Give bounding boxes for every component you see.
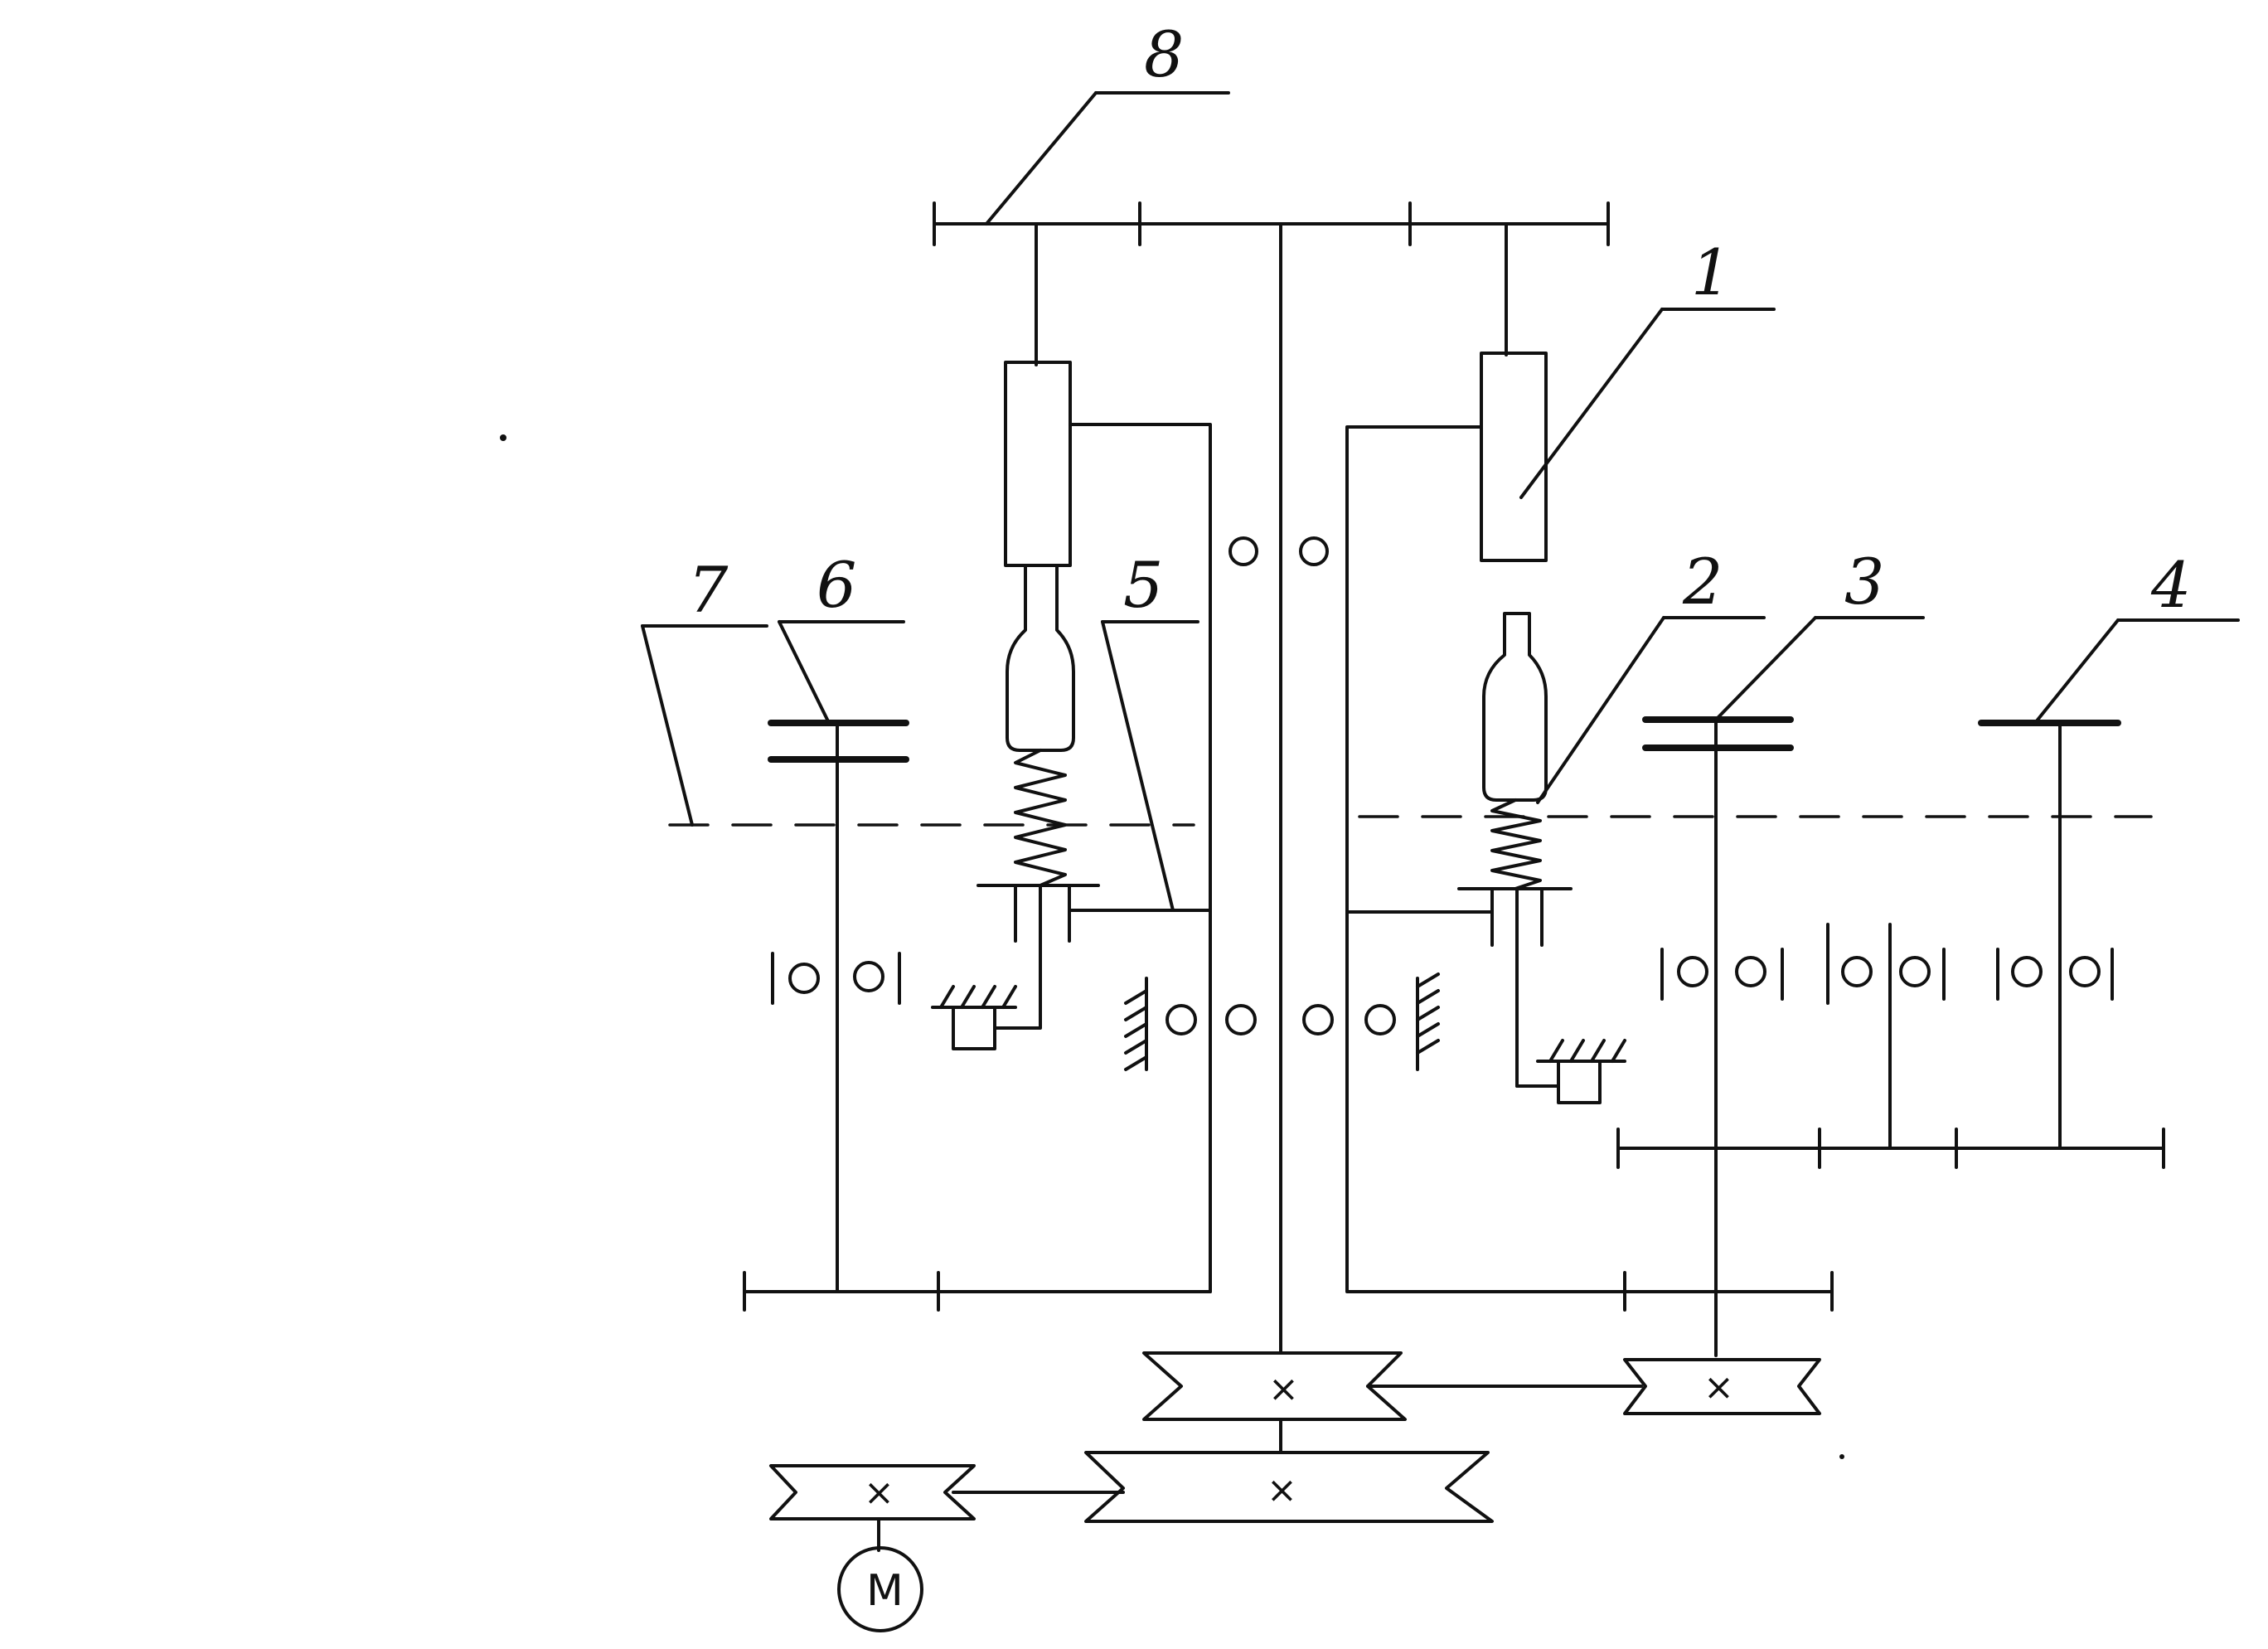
label-4: 4 [2150, 548, 2191, 622]
right-bottle [1482, 612, 1548, 802]
motor-gear-cross: × [864, 1472, 894, 1514]
left-cylinder [1004, 361, 1072, 567]
callout-7: 7 [641, 553, 768, 827]
central-bearings-upper [1228, 536, 1329, 566]
central-left-support [1124, 977, 1148, 1071]
central-bearings-lower [1166, 1004, 1396, 1035]
left-star-wheel [768, 720, 909, 1293]
callout-5: 5 [1101, 548, 1199, 912]
right-bearings [1660, 923, 2114, 1150]
large-gear-cross: × [1267, 1469, 1297, 1511]
right-gear: × [1623, 1358, 1821, 1415]
left-base-plate [743, 1271, 1212, 1312]
left-cam-follower [931, 985, 1042, 1050]
motor: M [837, 1546, 923, 1632]
callout-4: 4 [2033, 548, 2240, 725]
left-bottle [1006, 564, 1075, 752]
central-gear-cross: × [1268, 1368, 1299, 1410]
right-carrier-frame [1345, 425, 1834, 1293]
exit-star-wheel [1978, 720, 2121, 1150]
callout-3: 3 [1714, 545, 1925, 721]
conveyor-dash-line [668, 815, 2153, 827]
label-8: 8 [1144, 17, 1184, 91]
label-5: 5 [1123, 548, 1163, 622]
central-gear: × [1142, 1351, 1407, 1421]
right-spring [1345, 798, 1573, 1088]
right-star-wheel [1642, 716, 1794, 1357]
stray-dot-right [1839, 1454, 1844, 1459]
right-gear-cross: × [1703, 1366, 1734, 1409]
large-gear: × [1084, 1451, 1494, 1523]
top-crossbar [933, 201, 1610, 366]
label-6: 6 [817, 548, 856, 622]
label-3: 3 [1844, 545, 1884, 618]
right-base-plate [1616, 1128, 2165, 1312]
right-cam-follower [1515, 1039, 1626, 1104]
left-spring [976, 749, 1212, 1017]
label-2: 2 [1682, 545, 1723, 618]
right-cylinder [1480, 352, 1548, 562]
label-7: 7 [688, 553, 729, 627]
label-1: 1 [1691, 235, 1731, 309]
stray-dot [500, 434, 506, 441]
callout-6: 6 [778, 548, 905, 725]
motor-gear: × [769, 1464, 976, 1520]
callout-8: 8 [985, 17, 1230, 226]
motor-symbol: M [866, 1566, 904, 1616]
callout-1: 1 [1519, 235, 1776, 499]
callout-2: 2 [1536, 545, 1766, 804]
central-right-support [1416, 972, 1440, 1071]
